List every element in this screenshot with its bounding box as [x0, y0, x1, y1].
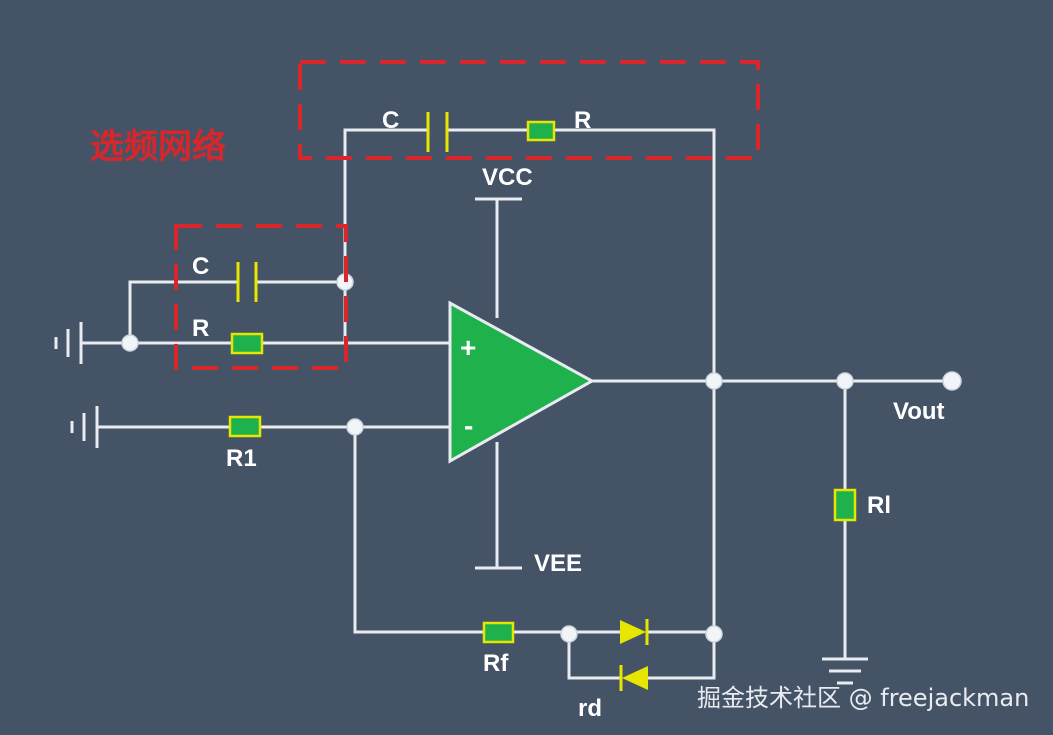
- label-vcc: VCC: [482, 164, 533, 191]
- node-diode-left: [560, 625, 578, 643]
- resistors: [228, 120, 857, 644]
- label-rd: rd: [578, 695, 602, 722]
- frequency-selection-boxes: [174, 60, 760, 370]
- ground-symbol-top-left: [54, 322, 83, 364]
- node-load: [836, 372, 854, 390]
- wire-diodes: [569, 381, 716, 634]
- title-frequency-network: 选频网络: [90, 127, 226, 167]
- dashed-box-top: [298, 60, 760, 160]
- node-output: [705, 372, 723, 390]
- label-c-mid: C: [192, 253, 209, 280]
- label-r-mid: R: [192, 315, 209, 342]
- supply-bars: [475, 197, 522, 570]
- label-c-top: C: [382, 107, 399, 134]
- resistor-mid: [230, 332, 264, 355]
- label-rl: Rl: [867, 492, 891, 519]
- opamp-triangle: [448, 300, 596, 464]
- node-vout-terminal: [942, 371, 962, 391]
- label-rf: Rf: [483, 650, 509, 677]
- label-vout: Vout: [893, 398, 945, 425]
- label-r1: R1: [226, 445, 257, 472]
- dashed-box-mid: [174, 224, 348, 370]
- watermark: 掘金技术社区 @ freejackman: [697, 684, 1029, 712]
- wire-diode-rev: [567, 632, 716, 680]
- diode-reverse: [619, 665, 648, 691]
- capacitor-top: [426, 112, 449, 152]
- label-vee: VEE: [534, 550, 582, 577]
- wire-node-to-c-mid: [128, 280, 238, 343]
- wire-bottom-feedback: [353, 427, 569, 634]
- node-inverting: [346, 418, 364, 436]
- ground-symbol-load: [822, 657, 868, 685]
- node-diode-right: [705, 625, 723, 643]
- opamp-plus-sign: +: [460, 332, 476, 363]
- label-r-top: R: [574, 107, 591, 134]
- opamp: + -: [448, 300, 596, 464]
- resistor-rl: [833, 488, 857, 522]
- nodes: [121, 273, 962, 643]
- ground-symbol-bottom-left: [70, 406, 99, 448]
- opamp-minus-sign: -: [464, 410, 473, 441]
- diode-forward: [620, 619, 649, 645]
- wires: [80, 128, 952, 680]
- resistor-rf: [482, 621, 515, 644]
- node-left: [121, 334, 139, 352]
- resistor-top: [526, 120, 556, 142]
- capacitor-mid: [236, 262, 258, 302]
- resistor-r1: [228, 415, 262, 438]
